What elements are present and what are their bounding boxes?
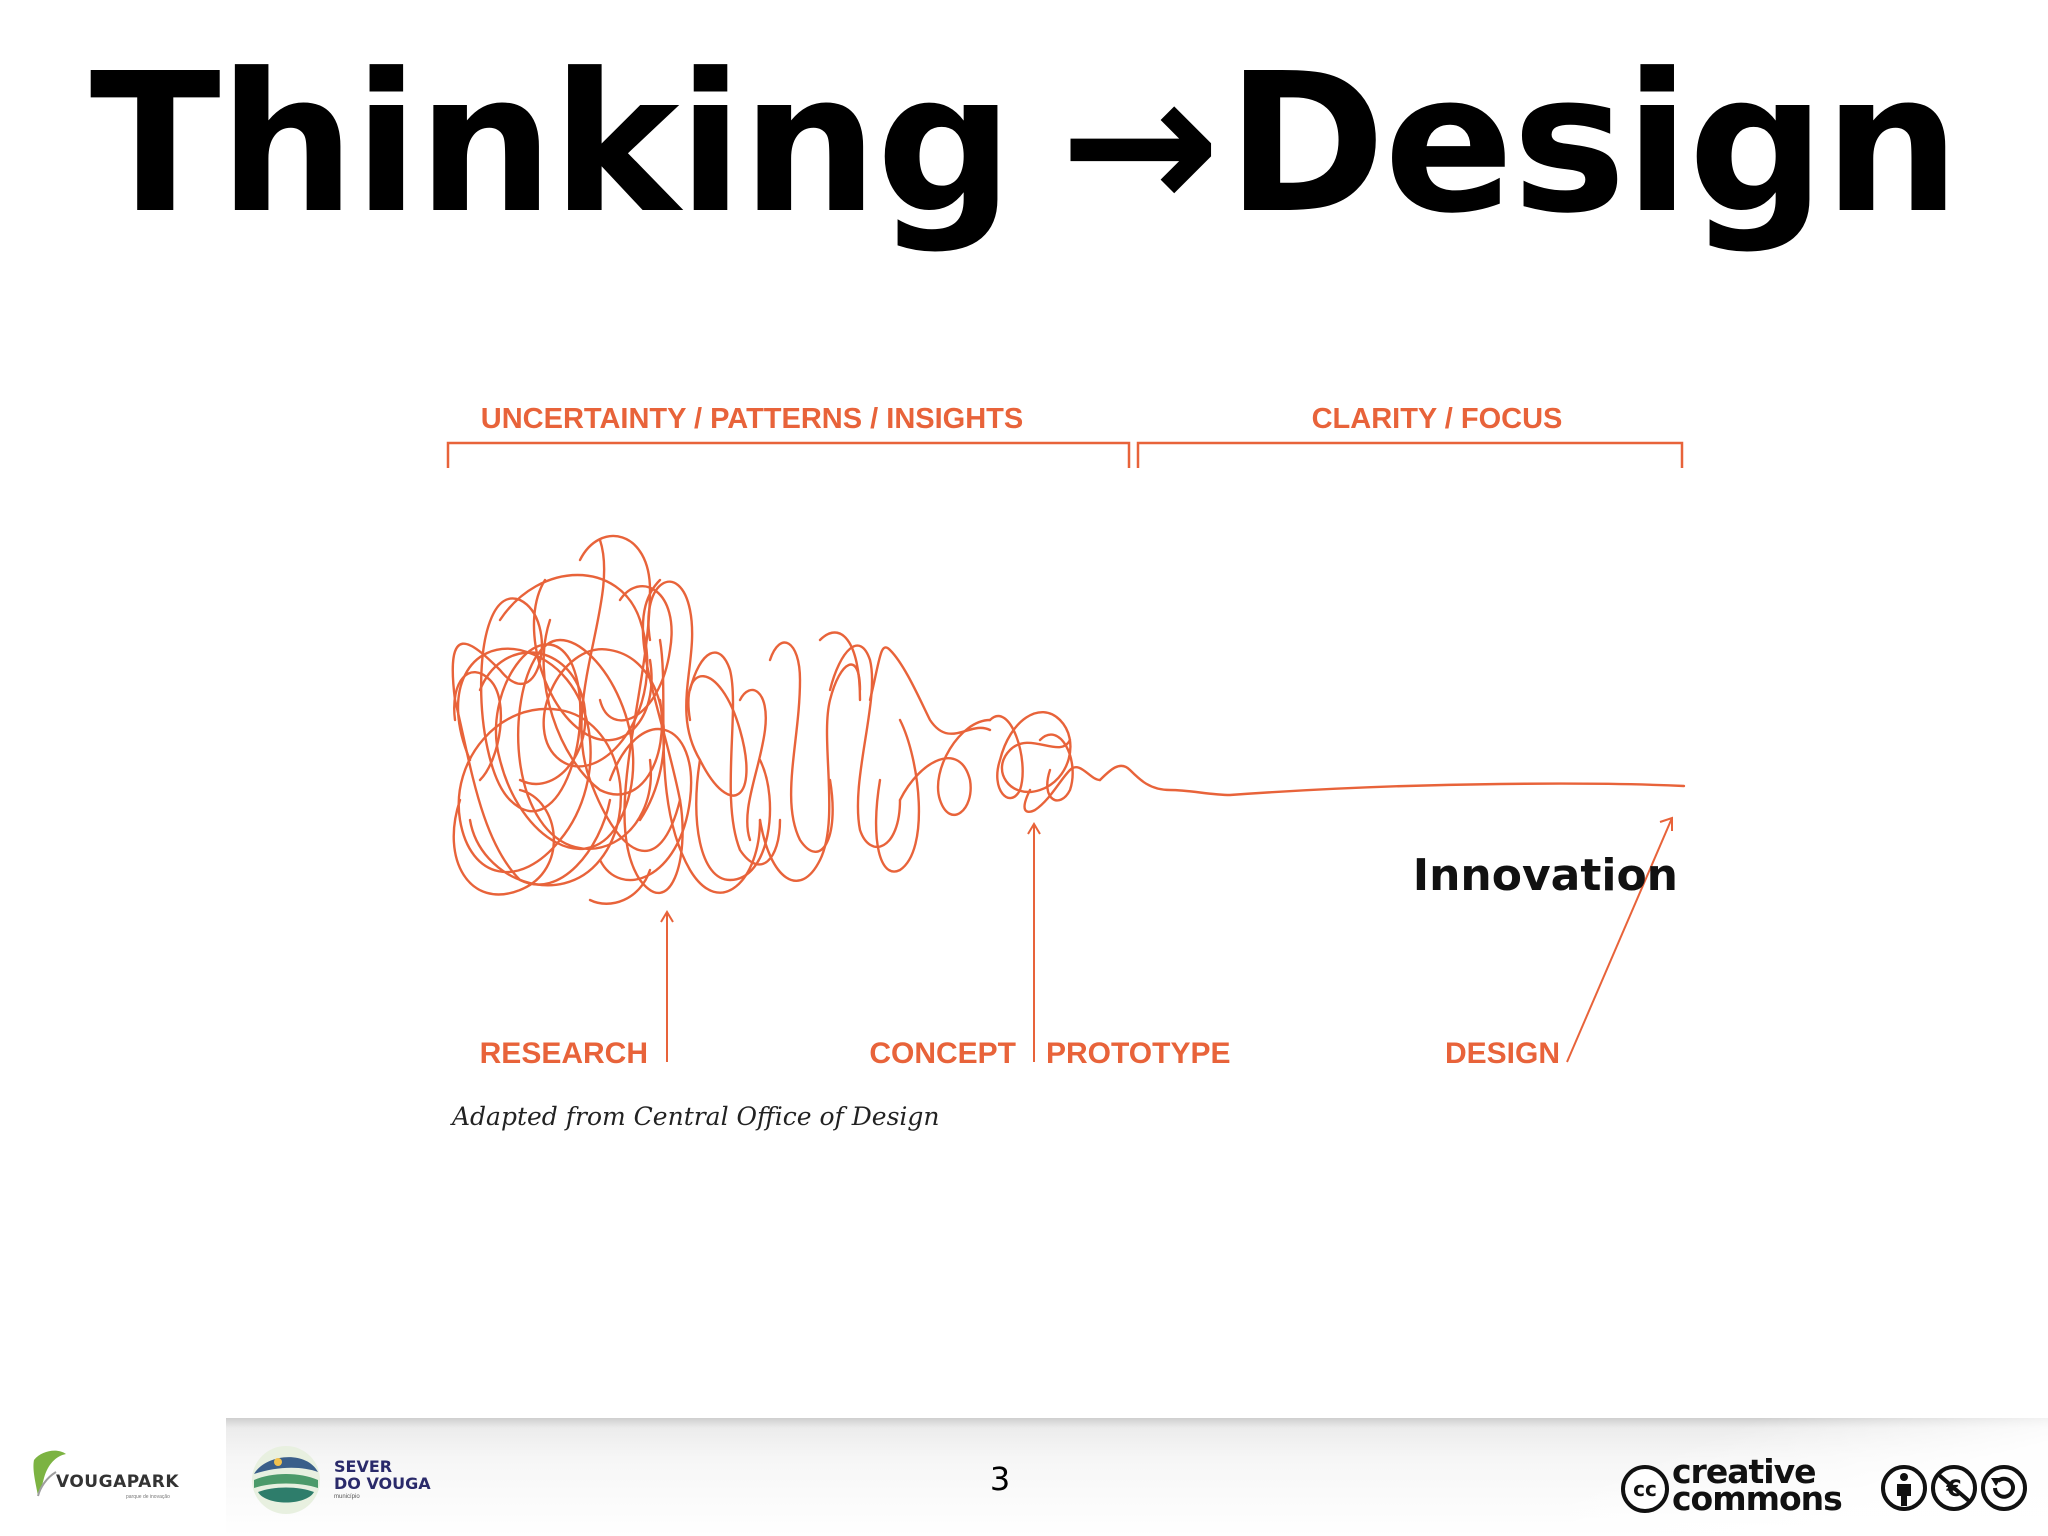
creative-commons-wordmark: creative commons	[1672, 1452, 1843, 1518]
vougapark-wordmark: VOUGAPARK	[56, 1472, 180, 1492]
title-thinking: Thinking	[89, 33, 1014, 256]
cc-line-1: creative	[1672, 1452, 1816, 1491]
sever-line-2: DO VOUGA	[334, 1474, 431, 1493]
cc-line-2: commons	[1672, 1479, 1843, 1518]
cc-icon: cc	[1621, 1465, 1669, 1513]
sever-line-1: SEVER	[334, 1457, 393, 1476]
stage-label-concept: CONCEPT	[869, 1037, 1016, 1070]
vougapark-logo: VOUGAPARK parque de inovação	[30, 1448, 190, 1504]
creative-commons-logo: cc creative commons €	[1620, 1452, 2030, 1522]
noncommercial-icon: €	[1931, 1465, 1977, 1511]
page-number: 3	[989, 1460, 1011, 1498]
stage-label-prototype: PROTOTYPE	[1046, 1037, 1230, 1070]
slide-title: Thinking→Design	[0, 30, 2048, 260]
sever-do-vouga-emblem-icon	[252, 1446, 320, 1514]
title-arrow-icon: →	[1059, 33, 1221, 256]
title-design: Design	[1226, 33, 1960, 256]
vougapark-tagline: parque de inovação	[126, 1494, 170, 1500]
source-credit: Adapted from Central Office of Design	[450, 1102, 940, 1131]
sever-subtitle: município	[334, 1494, 360, 1500]
sharealike-icon	[1981, 1465, 2027, 1511]
bracket-clarity	[1136, 441, 1684, 468]
bracket-uncertainty	[446, 441, 1131, 468]
stage-arrows	[660, 816, 1673, 1063]
phase-label-clarity: CLARITY / FOCUS	[1312, 403, 1563, 435]
outcome-label-innovation: Innovation	[1413, 850, 1678, 901]
stage-label-research: RESEARCH	[480, 1037, 648, 1070]
attribution-icon	[1881, 1465, 1927, 1511]
sever-do-vouga-logo: SEVER DO VOUGA município	[250, 1444, 450, 1516]
phase-label-uncertainty: UNCERTAINTY / PATTERNS / INSIGHTS	[481, 403, 1023, 435]
stage-label-design: DESIGN	[1445, 1037, 1560, 1070]
squiggle-line	[451, 534, 1686, 905]
sever-do-vouga-wordmark: SEVER DO VOUGA	[334, 1458, 431, 1492]
svg-text:cc: cc	[1633, 1477, 1657, 1501]
vougapark-leaf-icon	[33, 1450, 66, 1497]
